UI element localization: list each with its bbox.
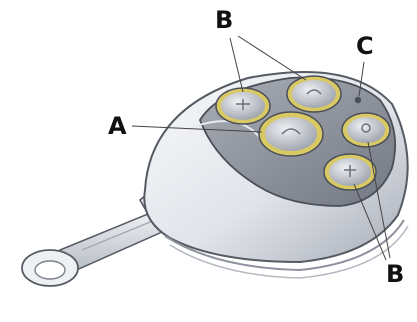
callout-b-top: B bbox=[215, 8, 233, 32]
button-top-middle[interactable] bbox=[287, 76, 341, 112]
button-lower[interactable] bbox=[324, 154, 376, 190]
key-ring-loop bbox=[22, 250, 78, 286]
callout-b-bottom: B bbox=[386, 262, 404, 286]
callout-c: C bbox=[356, 34, 374, 58]
button-right-upper[interactable] bbox=[342, 113, 390, 147]
button-center-large[interactable] bbox=[259, 112, 323, 156]
callout-a: A bbox=[108, 114, 127, 138]
indicator-led bbox=[355, 97, 361, 103]
button-top-left[interactable] bbox=[216, 88, 270, 124]
